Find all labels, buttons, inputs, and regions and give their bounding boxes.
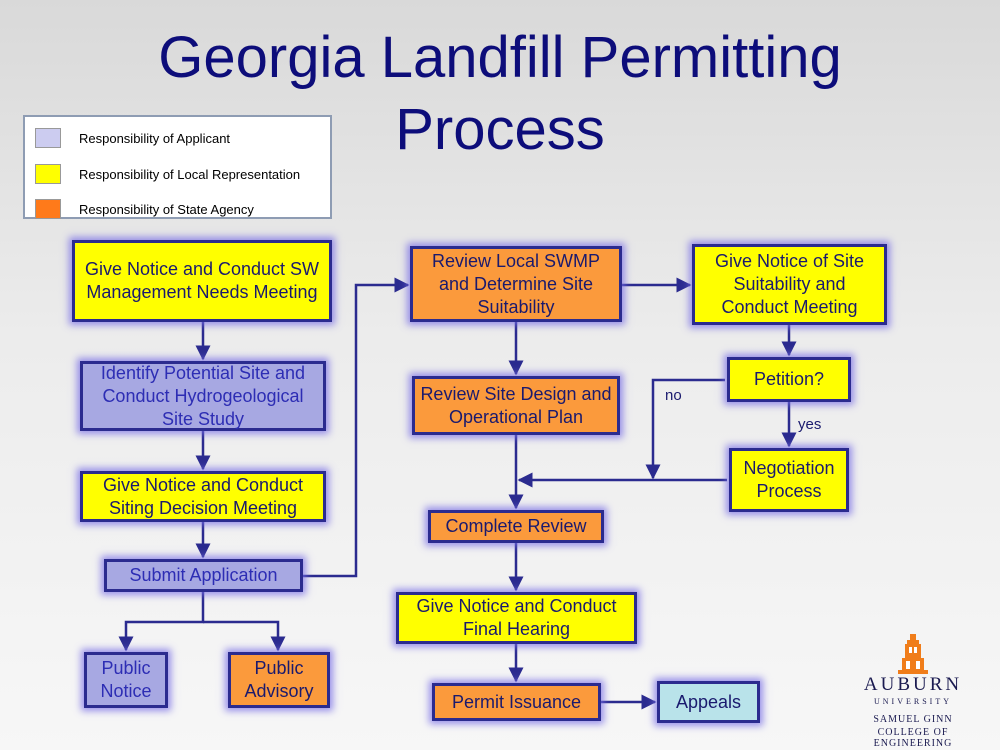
tower-icon (898, 634, 928, 674)
step-siting-decision: Give Notice and Conduct Siting Decision … (80, 471, 326, 522)
step-identify-site-label: Identify Potential Site and Conduct Hydr… (100, 362, 306, 429)
step-petition-label: Petition? (753, 369, 825, 389)
title-line-2: Process (395, 97, 605, 162)
step-complete-review: Complete Review (428, 510, 604, 543)
step-public-advisory-label: Public Advisory (244, 658, 314, 701)
arrow-petition-no (645, 378, 725, 480)
legend-label-applicant: Responsibility of Applicant (79, 130, 231, 146)
step-give-notice-suitability: Give Notice of Site Suitability and Cond… (692, 244, 887, 325)
step-give-notice-sw-meeting-label: Give Notice and Conduct SW Management Ne… (84, 259, 320, 302)
step-submit-application: Submit Application (104, 559, 303, 592)
step-give-notice-sw-meeting: Give Notice and Conduct SW Management Ne… (72, 240, 332, 322)
logo-college-line1: SAMUEL GINN (873, 714, 953, 725)
step-public-notice: Public Notice (84, 652, 168, 708)
legend-item-applicant: Responsibility of Applicant (35, 127, 230, 149)
step-submit-application-label: Submit Application (129, 565, 278, 585)
legend-swatch-local (35, 164, 61, 184)
step-review-swmp-label: Review Local SWMP and Determine Site Sui… (431, 250, 601, 317)
legend-item-state: Responsibility of State Agency (35, 198, 254, 220)
logo-name: AUBURN (863, 674, 963, 695)
logo-college-line2: COLLEGE OF ENGINEERING (873, 727, 953, 749)
step-public-advisory: Public Advisory (228, 652, 330, 708)
step-negotiation-label: Negotiation Process (743, 458, 835, 501)
step-permit-issuance-label: Permit Issuance (451, 691, 582, 712)
legend-item-local: Responsibility of Local Representation (35, 163, 300, 185)
step-negotiation: Negotiation Process (729, 448, 849, 512)
step-petition: Petition? (727, 357, 851, 402)
decision-label-no: no (665, 387, 682, 404)
step-public-notice-label: Public Notice (100, 658, 152, 701)
step-review-swmp: Review Local SWMP and Determine Site Sui… (410, 246, 622, 322)
page-title: Georgia Landfill Permitting Process (0, 22, 1000, 166)
step-appeals: Appeals (657, 681, 760, 723)
decision-label-yes: yes (798, 416, 822, 433)
legend-label-state: Responsibility of State Agency (79, 201, 254, 217)
auburn-logo: AUBURN UNIVERSITY SAMUEL GINN COLLEGE OF… (838, 632, 988, 749)
step-siting-decision-label: Give Notice and Conduct Siting Decision … (102, 474, 304, 518)
legend-swatch-applicant (35, 128, 61, 148)
step-identify-site: Identify Potential Site and Conduct Hydr… (80, 361, 326, 431)
title-line-1: Georgia Landfill Permitting (158, 25, 842, 90)
legend: Responsibility of Applicant Responsibili… (23, 115, 332, 219)
step-final-hearing-label: Give Notice and Conduct Final Hearing (416, 596, 617, 639)
step-complete-review-label: Complete Review (445, 516, 587, 536)
logo-sub: UNIVERSITY (874, 697, 952, 706)
step-give-notice-suitability-label: Give Notice of Site Suitability and Cond… (714, 251, 865, 317)
arrow-submit-to-public-notice (118, 592, 205, 652)
legend-label-local: Responsibility of Local Representation (79, 166, 301, 182)
step-appeals-label: Appeals (675, 691, 742, 712)
step-review-design-label: Review Site Design and Operational Plan (420, 383, 612, 427)
step-review-design: Review Site Design and Operational Plan (412, 376, 620, 435)
arrow-submit-to-review-swmp (303, 277, 410, 578)
step-final-hearing: Give Notice and Conduct Final Hearing (396, 592, 637, 644)
step-permit-issuance: Permit Issuance (432, 683, 601, 721)
legend-swatch-state (35, 199, 61, 219)
arrow-submit-to-public-advisory (203, 620, 286, 652)
